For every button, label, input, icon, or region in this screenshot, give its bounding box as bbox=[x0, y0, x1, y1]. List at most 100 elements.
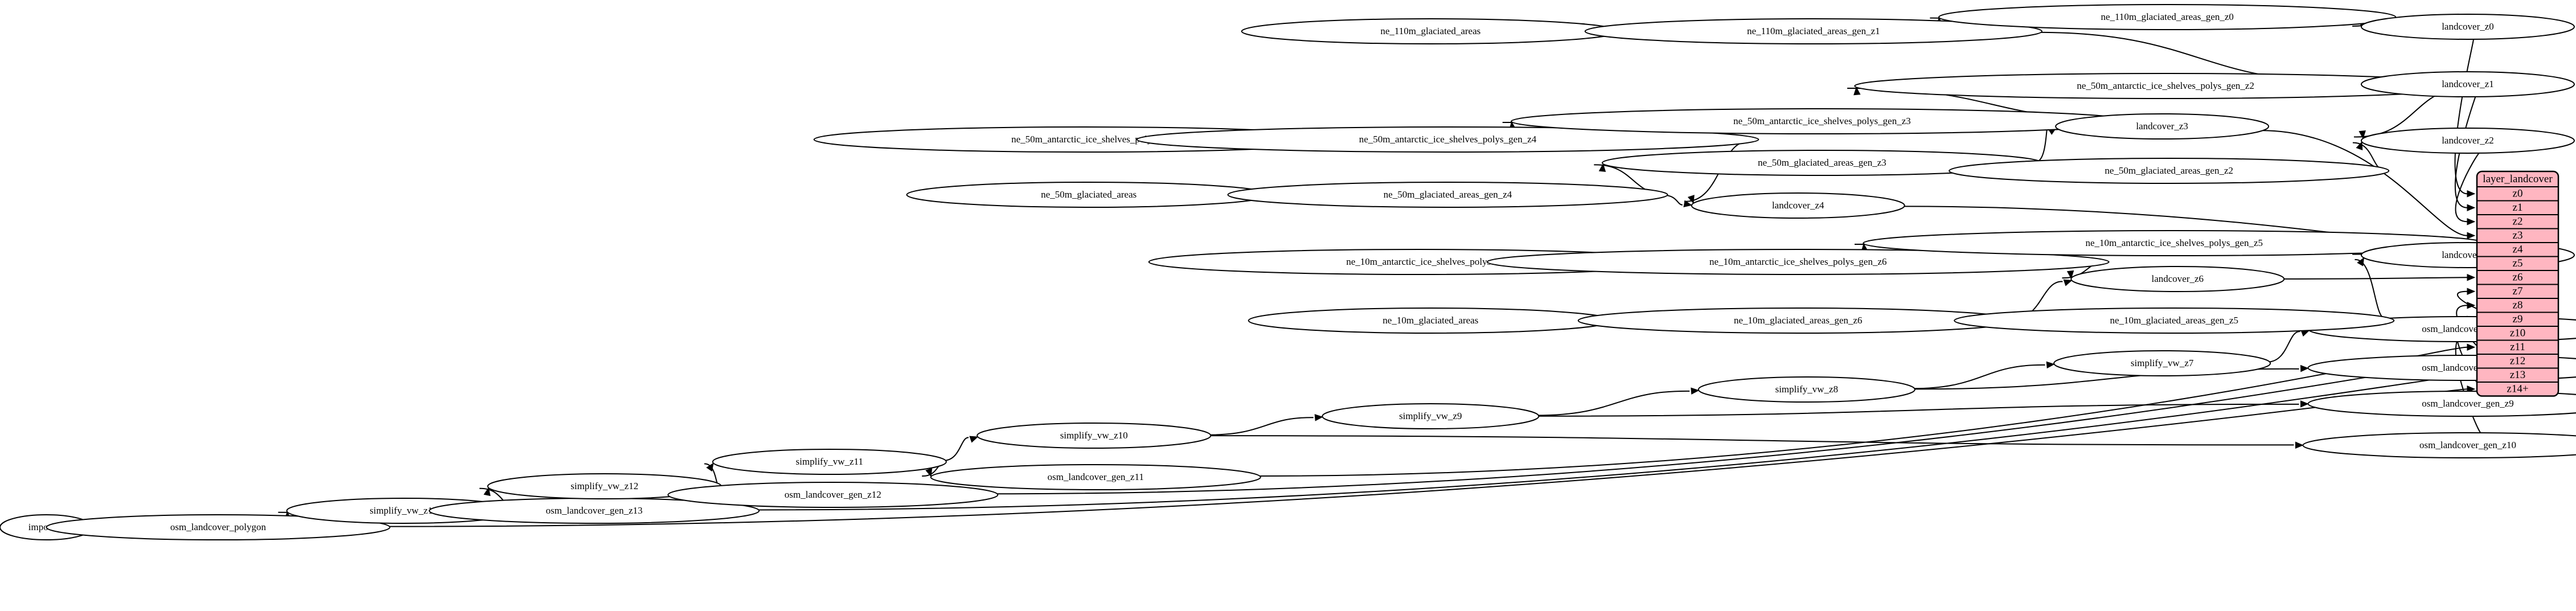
graph-node-ne_110m_glaciated_areas_gen_z0[interactable]: ne_110m_glaciated_areas_gen_z0 bbox=[1938, 4, 2397, 30]
node-ellipse bbox=[1691, 192, 1905, 219]
node-label: osm_landcover_gen_z12 bbox=[785, 489, 881, 500]
node-label: simplify_vw_z8 bbox=[1775, 384, 1839, 395]
node-ellipse bbox=[2055, 113, 2270, 140]
node-label: landcover_z1 bbox=[2442, 79, 2494, 89]
graph-node-simplify_vw_z12[interactable]: simplify_vw_z12 bbox=[487, 473, 722, 499]
graph-node-ne_10m_antarctic_ice_shelves_polys_gen_z5[interactable]: ne_10m_antarctic_ice_shelves_polys_gen_z… bbox=[1863, 230, 2486, 256]
edge-arrowhead bbox=[483, 487, 491, 497]
node-label: ne_50m_antarctic_ice_shelves_polys bbox=[1011, 134, 1156, 145]
node-label: ne_50m_antarctic_ice_shelves_polys_gen_z… bbox=[1733, 116, 1911, 126]
record-node-layer_landcover[interactable]: layer_landcoverz0z1z2z3z4z5z6z7z8z9z10z1… bbox=[2477, 171, 2558, 396]
graph-node-ne_50m_glaciated_areas_gen_z4[interactable]: ne_50m_glaciated_areas_gen_z4 bbox=[1227, 182, 1668, 208]
record-row-z2[interactable] bbox=[2477, 214, 2558, 229]
edge-arrowhead bbox=[2357, 257, 2365, 266]
graph-node-simplify_vw_z9[interactable]: simplify_vw_z9 bbox=[1322, 403, 1540, 429]
node-ellipse bbox=[667, 482, 999, 508]
edge-arrowhead bbox=[1314, 414, 1323, 421]
edge-arrowhead bbox=[706, 462, 714, 472]
graph-edge bbox=[2282, 277, 2468, 280]
graph-node-osm_landcover_polygon[interactable]: osm_landcover_polygon bbox=[46, 514, 391, 540]
graph-node-landcover_z6[interactable]: landcover_z6 bbox=[2070, 266, 2285, 292]
graph-node-osm_landcover_gen_z9[interactable]: osm_landcover_gen_z9 bbox=[2307, 391, 2576, 417]
graph-node-ne_10m_glaciated_areas_gen_z5[interactable]: ne_10m_glaciated_areas_gen_z5 bbox=[1954, 307, 2395, 334]
graph-node-landcover_z0[interactable]: landcover_z0 bbox=[2361, 14, 2575, 40]
node-ellipse bbox=[1322, 403, 1540, 429]
graph-node-ne_110m_glaciated_areas[interactable]: ne_110m_glaciated_areas bbox=[1241, 18, 1621, 44]
graph-node-landcover_z2[interactable]: landcover_z2 bbox=[2361, 128, 2575, 154]
node-ellipse bbox=[2053, 350, 2271, 376]
node-label: ne_50m_antarctic_ice_shelves_polys_gen_z… bbox=[1359, 134, 1537, 145]
graph-edge bbox=[2455, 152, 2480, 223]
record-row-label: z5 bbox=[2513, 257, 2523, 269]
node-label: simplify_vw_z10 bbox=[1060, 430, 1128, 441]
graph-node-landcover_z1[interactable]: landcover_z1 bbox=[2361, 71, 2575, 97]
node-label: landcover_z0 bbox=[2442, 21, 2494, 32]
graph-node-osm_landcover_gen_z10[interactable]: osm_landcover_gen_z10 bbox=[2302, 432, 2576, 458]
graph-node-simplify_vw_z7[interactable]: simplify_vw_z7 bbox=[2053, 350, 2271, 376]
node-label: ne_10m_antarctic_ice_shelves_polys_gen_z… bbox=[1709, 256, 1887, 267]
node-ellipse bbox=[712, 449, 947, 475]
node-ellipse bbox=[930, 464, 1261, 490]
node-ellipse bbox=[2302, 432, 2576, 458]
graph-edge bbox=[755, 374, 2468, 511]
edge-arrowhead bbox=[2467, 273, 2476, 281]
edge-arrowhead bbox=[2467, 218, 2476, 225]
nodes-layer: imposm3osm_landcover_polygonsimplify_vw_… bbox=[0, 4, 2576, 540]
edge-arrowhead bbox=[1687, 195, 1695, 204]
graph-node-simplify_vw_z8[interactable]: simplify_vw_z8 bbox=[1697, 376, 1915, 403]
node-label: landcover_z3 bbox=[2136, 121, 2188, 132]
edge-arrowhead bbox=[2063, 279, 2073, 286]
graph-edge bbox=[2261, 130, 2468, 236]
graph-node-landcover_z3[interactable]: landcover_z3 bbox=[2055, 113, 2270, 140]
graph-node-ne_50m_antarctic_ice_shelves_polys_gen_z3[interactable]: ne_50m_antarctic_ice_shelves_polys_gen_z… bbox=[1511, 108, 2134, 134]
edge-arrowhead bbox=[1691, 387, 1700, 395]
graph-node-osm_landcover_gen_z12[interactable]: osm_landcover_gen_z12 bbox=[667, 482, 999, 508]
graph-node-ne_10m_glaciated_areas_gen_z6[interactable]: ne_10m_glaciated_areas_gen_z6 bbox=[1577, 307, 2019, 334]
record-row-label: z4 bbox=[2513, 244, 2523, 256]
node-ellipse bbox=[2070, 266, 2285, 292]
record-row-z8[interactable] bbox=[2477, 298, 2558, 313]
node-label: landcover_z2 bbox=[2442, 135, 2494, 146]
edge-arrowhead bbox=[2046, 361, 2055, 369]
edge-arrowhead bbox=[2467, 288, 2476, 296]
node-label: osm_landcover_gen_z13 bbox=[546, 505, 643, 516]
node-label: simplify_vw_z12 bbox=[571, 481, 638, 491]
graph-node-ne_50m_glaciated_areas[interactable]: ne_50m_glaciated_areas bbox=[906, 182, 1271, 208]
record-row-z5[interactable] bbox=[2477, 256, 2558, 271]
graph-edge bbox=[2036, 128, 2048, 162]
graph-node-ne_10m_antarctic_ice_shelves_polys_gen_z6[interactable]: ne_10m_antarctic_ice_shelves_polys_gen_z… bbox=[1486, 249, 2110, 275]
record-row-z14+[interactable] bbox=[2477, 382, 2558, 396]
graph-node-landcover_z4[interactable]: landcover_z4 bbox=[1691, 192, 1905, 219]
graph-node-simplify_vw_z11[interactable]: simplify_vw_z11 bbox=[712, 449, 947, 475]
edge-arrowhead bbox=[1683, 200, 1693, 207]
graph-node-ne_50m_glaciated_areas_gen_z3[interactable]: ne_50m_glaciated_areas_gen_z3 bbox=[1601, 150, 2043, 176]
node-ellipse bbox=[2361, 128, 2575, 154]
node-label: ne_10m_glaciated_areas bbox=[1383, 315, 1478, 326]
node-ellipse bbox=[2361, 14, 2575, 40]
graph-node-simplify_vw_z10[interactable]: simplify_vw_z10 bbox=[977, 423, 1212, 449]
edge-arrowhead bbox=[969, 436, 979, 443]
edge-arrowhead bbox=[1853, 86, 1861, 96]
graph-node-osm_landcover_gen_z11[interactable]: osm_landcover_gen_z11 bbox=[930, 464, 1261, 490]
record-title-label: layer_landcover bbox=[2483, 173, 2553, 185]
record-row-label: z8 bbox=[2513, 300, 2523, 311]
graph-node-ne_50m_antarctic_ice_shelves_polys_gen_z4[interactable]: ne_50m_antarctic_ice_shelves_polys_gen_z… bbox=[1136, 126, 1759, 153]
graph-node-ne_110m_glaciated_areas_gen_z1[interactable]: ne_110m_glaciated_areas_gen_z1 bbox=[1584, 18, 2043, 44]
edge-arrowhead bbox=[2295, 441, 2304, 449]
node-label: ne_110m_glaciated_areas_gen_z1 bbox=[1747, 26, 1880, 36]
edge-arrowhead bbox=[2300, 364, 2309, 372]
graph-edge bbox=[943, 437, 969, 461]
node-ellipse bbox=[1697, 376, 1915, 403]
edge-arrowhead bbox=[2066, 270, 2074, 280]
graph-node-ne_50m_glaciated_areas_gen_z2[interactable]: ne_50m_glaciated_areas_gen_z2 bbox=[1949, 158, 2390, 184]
graph-node-osm_landcover_gen_z13[interactable]: osm_landcover_gen_z13 bbox=[429, 498, 760, 524]
node-ellipse bbox=[2307, 391, 2576, 417]
record-row-label: z11 bbox=[2510, 341, 2525, 353]
edge-arrowhead bbox=[2467, 232, 2476, 240]
graph-node-ne_10m_glaciated_areas[interactable]: ne_10m_glaciated_areas bbox=[1248, 307, 1614, 334]
node-ellipse bbox=[1949, 158, 2390, 184]
node-label: ne_10m_glaciated_areas_gen_z6 bbox=[1734, 315, 1863, 326]
record-row-z9[interactable] bbox=[2477, 311, 2558, 327]
graph-edge bbox=[1536, 390, 1690, 416]
